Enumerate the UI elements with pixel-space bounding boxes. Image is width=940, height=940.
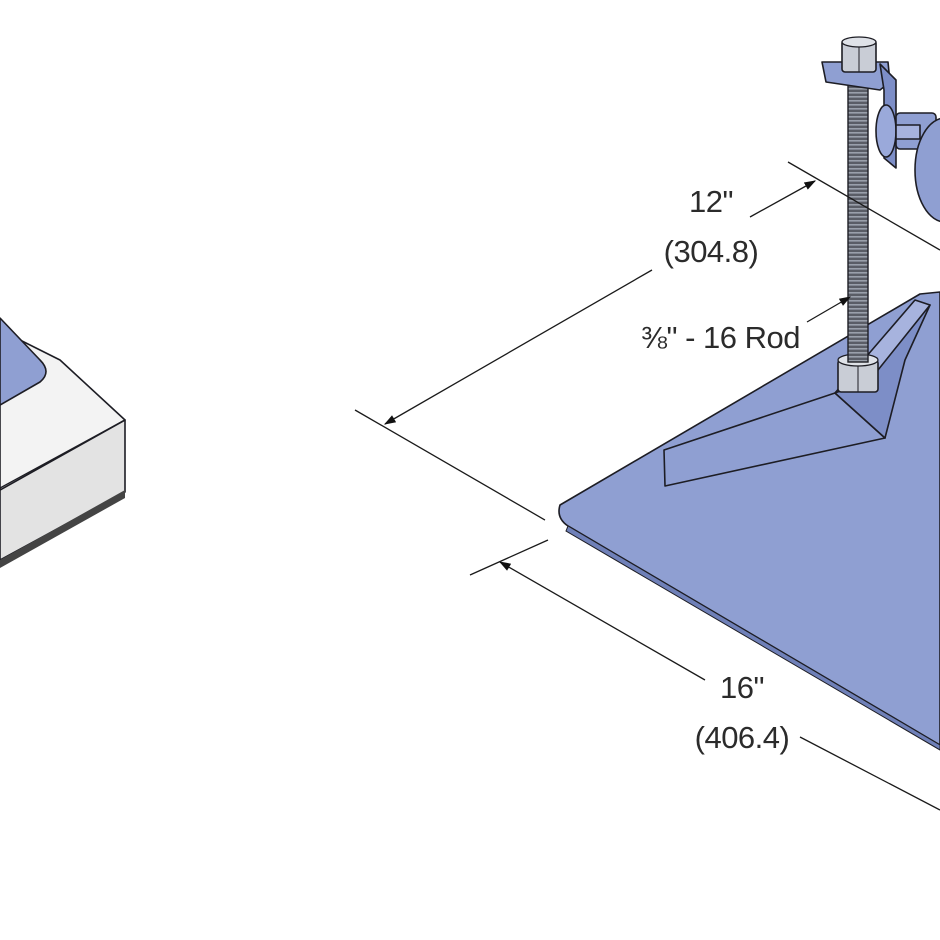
width-extension-line <box>469 539 549 576</box>
top-nut <box>841 36 877 73</box>
width-imperial-label: 16" <box>720 670 764 705</box>
depth-imperial-label: 12" <box>689 184 733 219</box>
base-plate-assembly <box>558 36 940 751</box>
width-dimension-line-upper <box>498 561 706 681</box>
block-pad <box>0 317 47 406</box>
pipe-clamp <box>821 61 940 223</box>
rod-leader-line <box>806 296 852 323</box>
width-metric-label: (406.4) <box>695 720 790 755</box>
rod-label: ⅜" - 16 Rod <box>641 320 800 355</box>
width-dimension-line-lower <box>799 736 940 811</box>
depth-dimension-line-upper <box>749 180 817 218</box>
depth-extension-line-1 <box>354 409 546 521</box>
depth-dimension-line-lower <box>383 269 653 425</box>
base-plate-edge <box>565 525 940 751</box>
block-base-strip <box>0 490 125 568</box>
width-dimension <box>469 539 940 811</box>
support-block <box>0 317 126 568</box>
depth-metric-label: (304.8) <box>664 234 759 269</box>
depth-extension-line-2 <box>787 161 940 251</box>
threaded-rod <box>847 69 869 363</box>
depth-dimension <box>354 161 940 521</box>
